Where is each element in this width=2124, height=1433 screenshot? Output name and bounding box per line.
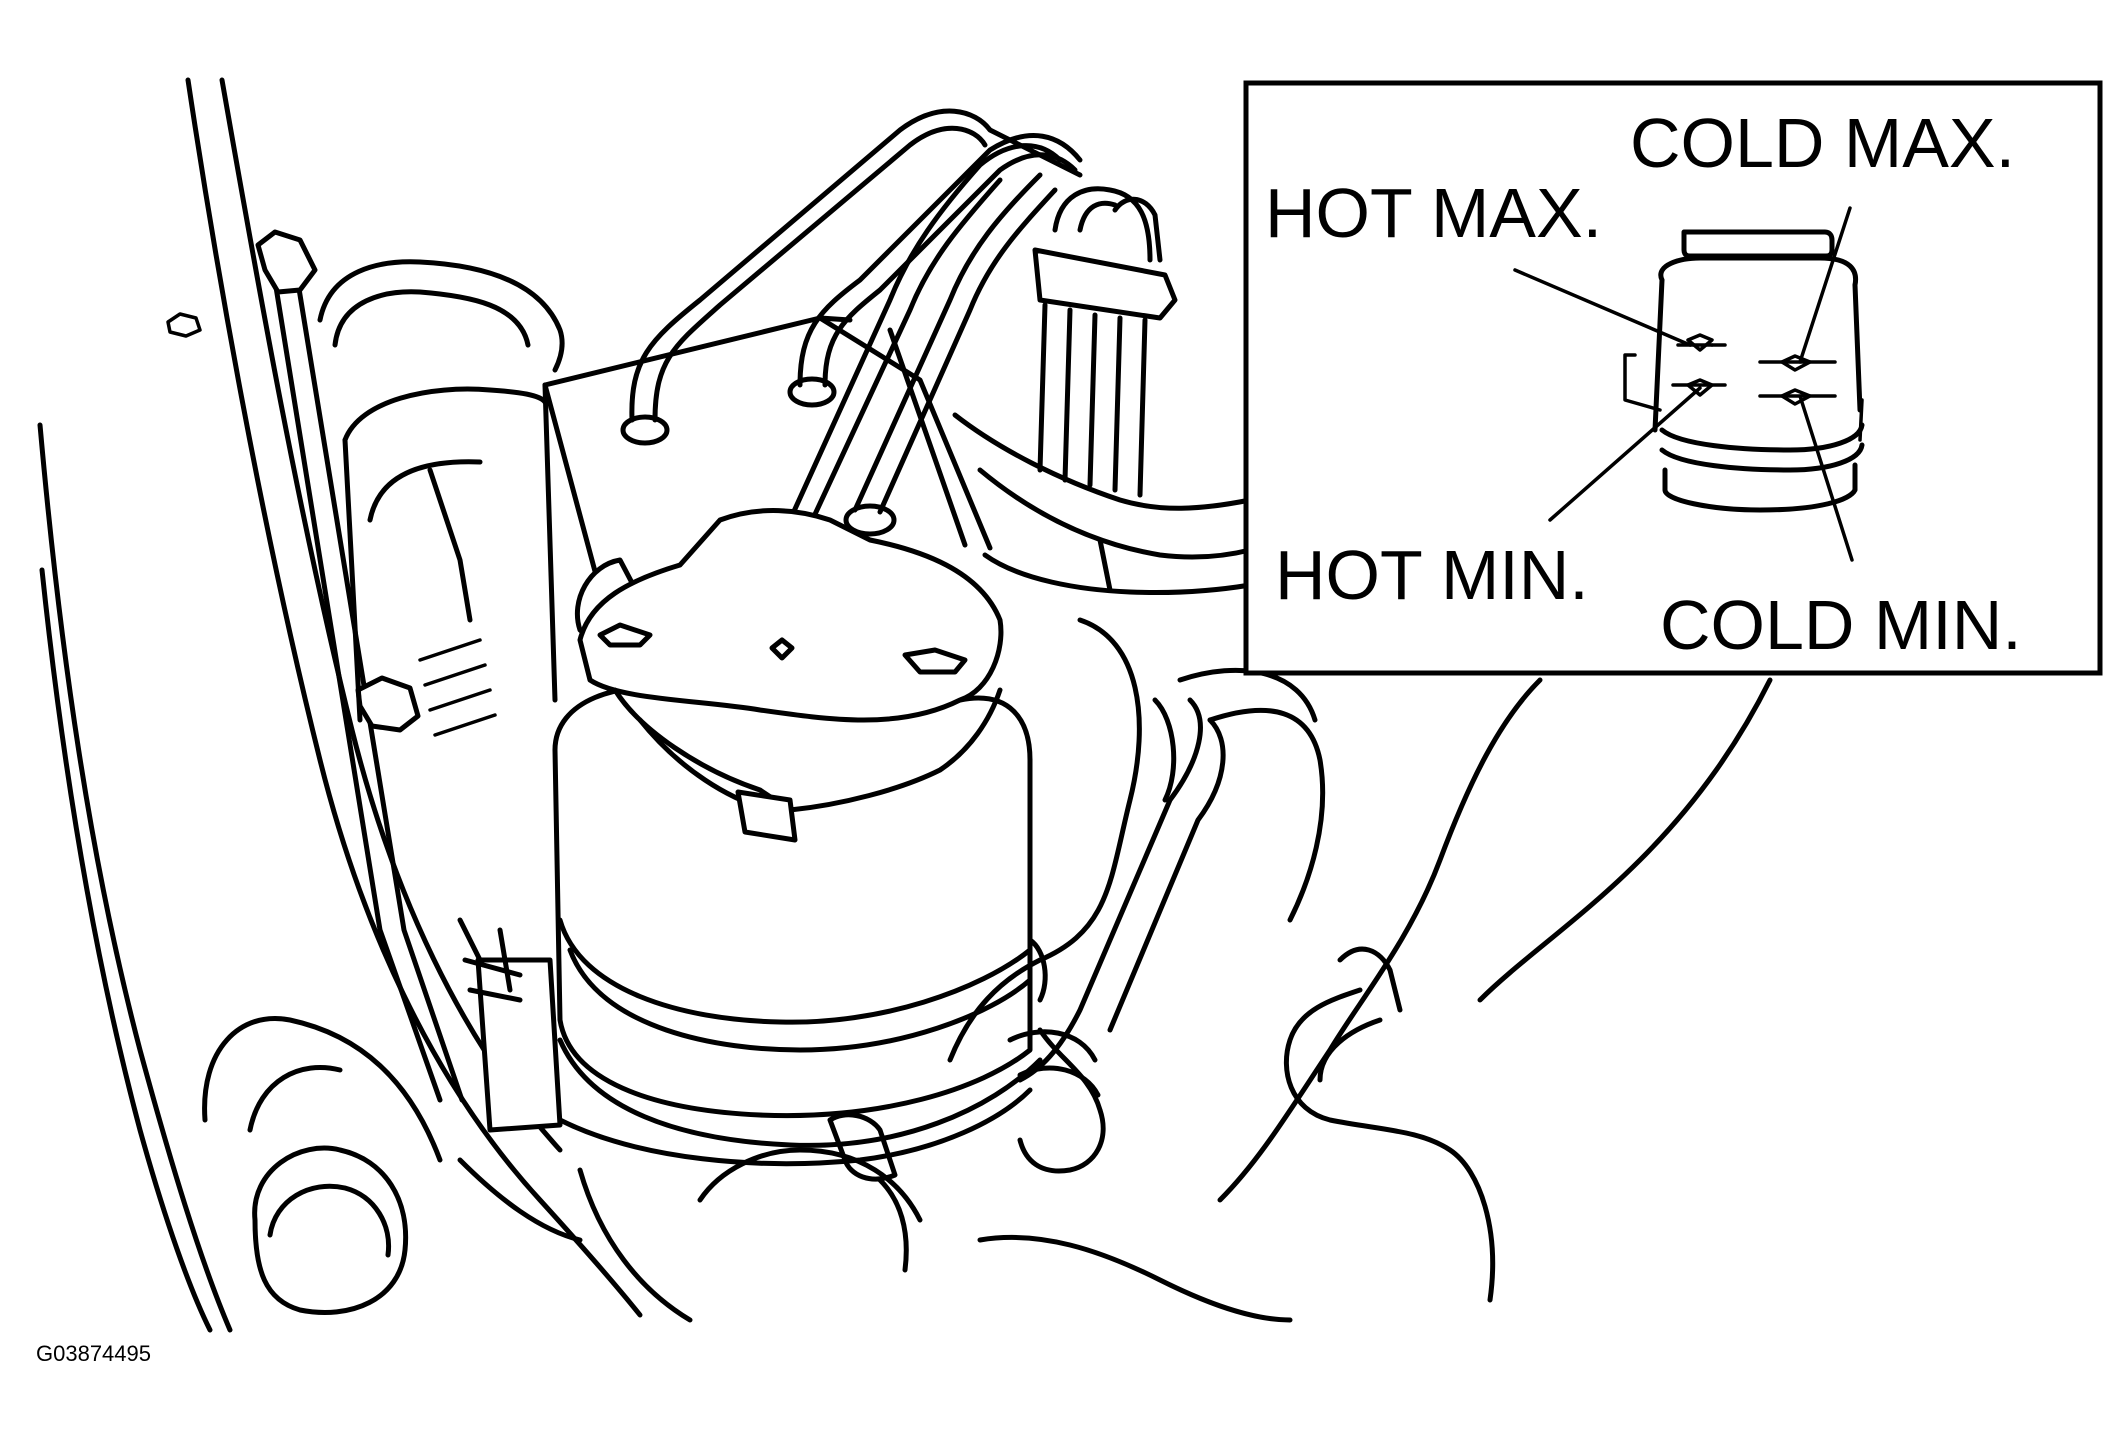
nut-icon: [166, 312, 202, 338]
rear-cylinder: [342, 386, 548, 737]
round-cap: [252, 1145, 409, 1315]
figure-code: G03874495: [36, 1341, 151, 1366]
cold-max-label: COLD MAX.: [1630, 104, 2016, 182]
reservoir-cap-icon: [574, 508, 1004, 843]
cold-min-label: COLD MIN.: [1660, 586, 2022, 664]
band-clamp: [827, 1112, 898, 1182]
hot-min-label: HOT MIN.: [1275, 536, 1589, 614]
support-rod: [255, 229, 465, 1103]
floor-lines: [202, 1016, 1293, 1323]
hot-max-label: HOT MAX.: [1265, 174, 1603, 252]
left-hose: [317, 259, 565, 373]
inset-reservoir-icon: [1623, 229, 1865, 513]
brake-lines: [629, 108, 1163, 528]
inset-frame: [1243, 80, 2103, 676]
inset-leader-lines: [1513, 206, 1854, 562]
fender-lines: [37, 77, 643, 1333]
wire-connector: [1032, 247, 1178, 498]
lower-hoses: [947, 617, 1773, 1303]
left-connector: [457, 917, 563, 1133]
harness-tube: [952, 412, 1253, 596]
hose-clamp: [1007, 1029, 1101, 1098]
fluid-reservoir-icon: [552, 685, 1048, 1167]
